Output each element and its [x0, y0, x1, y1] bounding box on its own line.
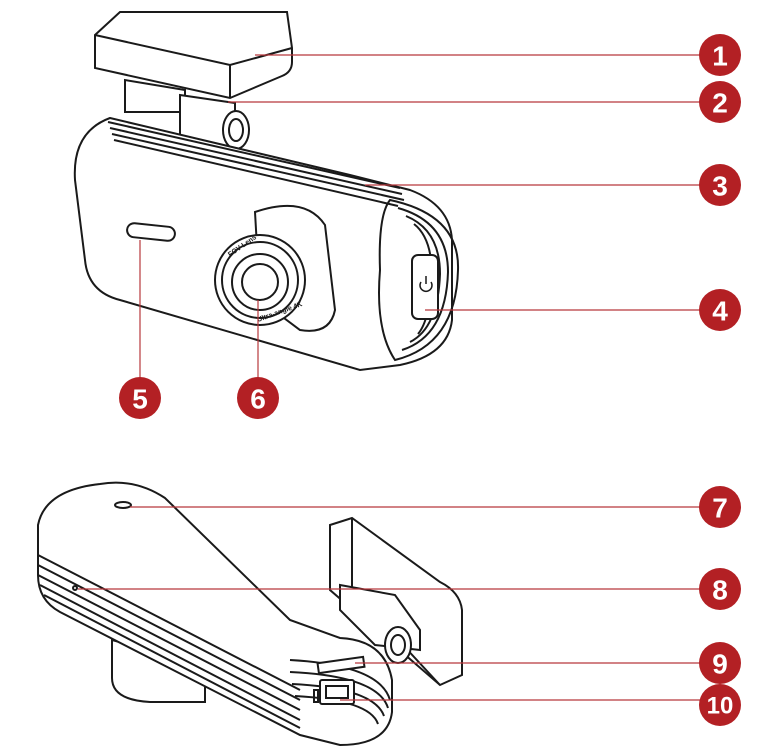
usb-port[interactable] — [319, 679, 355, 705]
marker-7: 7 — [699, 486, 741, 528]
marker-9: 9 — [699, 642, 741, 684]
microphone-hole — [72, 585, 78, 591]
camera-front-view: FOV Lens Ultra-angle 4K — [73, 11, 700, 378]
camera-rear-view — [37, 481, 700, 747]
svg-text:8: 8 — [712, 575, 728, 606]
marker-8: 8 — [699, 568, 741, 610]
mount-pad — [94, 11, 293, 100]
reset-hole[interactable] — [313, 689, 319, 703]
svg-text:10: 10 — [707, 693, 734, 720]
marker-4: 4 — [699, 289, 741, 331]
marker-6: 6 — [237, 377, 279, 419]
rear-hinge — [339, 583, 421, 664]
svg-text:2: 2 — [712, 88, 728, 119]
rear-indicator — [114, 501, 132, 509]
mount-hinge — [124, 78, 250, 152]
svg-text:7: 7 — [712, 493, 728, 524]
svg-text:4: 4 — [712, 296, 728, 327]
rear-base — [111, 638, 206, 703]
marker-3: 3 — [699, 164, 741, 206]
marker-10: 10 — [699, 684, 741, 726]
svg-text:6: 6 — [250, 384, 266, 415]
svg-text:1: 1 — [712, 41, 728, 72]
marker-2: 2 — [699, 81, 741, 123]
marker-5: 5 — [119, 377, 161, 419]
card-slot[interactable] — [316, 655, 366, 675]
camera-lens: FOV Lens Ultra-angle 4K — [214, 204, 337, 332]
svg-text:9: 9 — [712, 649, 728, 680]
svg-text:3: 3 — [712, 171, 728, 202]
power-icon — [419, 276, 433, 292]
svg-text:5: 5 — [132, 384, 148, 415]
marker-1: 1 — [699, 34, 741, 76]
rear-body — [37, 481, 393, 747]
power-button[interactable] — [411, 254, 439, 320]
indicator-slot — [126, 222, 176, 242]
